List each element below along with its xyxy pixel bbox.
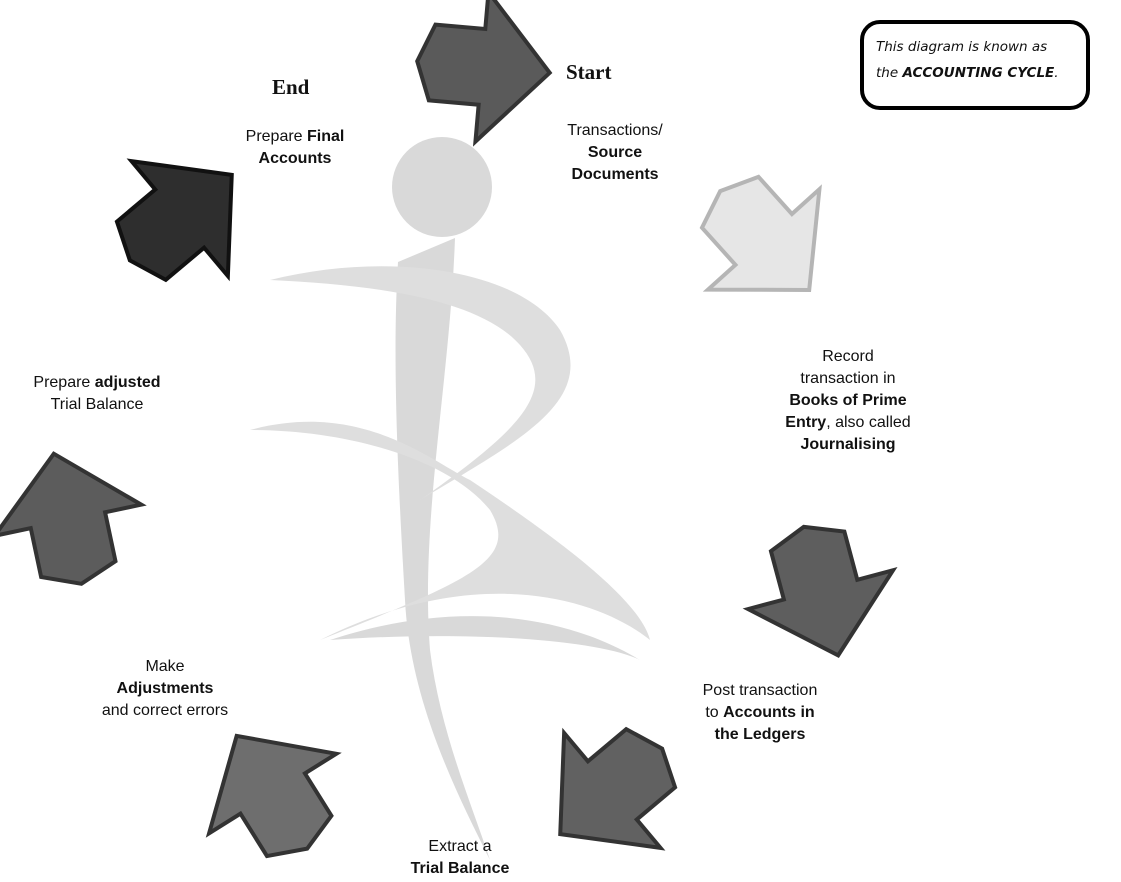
note-line-2: the ACCOUNTING CYCLE. xyxy=(876,65,1059,81)
watermark-stem xyxy=(395,238,490,860)
watermark-dot xyxy=(392,137,492,237)
step-books-of-prime-entry: Record transaction in Books of Prime Ent… xyxy=(785,348,911,453)
step-adjusted-trial-balance: Prepare adjusted Trial Balance xyxy=(33,374,161,413)
arrow-start-icon xyxy=(408,0,559,150)
step-source-documents: Transactions/ Source Documents xyxy=(567,122,663,183)
step-post-to-ledgers: Post transaction to Accounts in the Ledg… xyxy=(702,682,818,743)
step-final-accounts: Prepare Final Accounts xyxy=(245,128,345,167)
watermark-lower-swoosh xyxy=(250,421,650,640)
note-line-1: This diagram is known as xyxy=(876,39,1048,55)
arrow-source-icon xyxy=(662,138,867,343)
start-heading: Start xyxy=(566,60,612,84)
step-make-adjustments: Make Adjustments and correct errors xyxy=(101,658,229,719)
arrow-trial-icon xyxy=(171,694,373,882)
watermark-base-curve xyxy=(330,616,640,660)
arrow-record-icon xyxy=(729,505,913,677)
arrow-adjust-icon xyxy=(0,436,157,602)
note-cycle-name: ACCOUNTING CYCLE xyxy=(902,65,1055,81)
watermark-upper-swoosh xyxy=(270,266,571,500)
diagram-note: This diagram is known as the ACCOUNTING … xyxy=(860,20,1090,110)
step-extract-trial-balance: Extract a Trial Balance xyxy=(410,838,510,877)
end-heading: End xyxy=(272,75,310,99)
